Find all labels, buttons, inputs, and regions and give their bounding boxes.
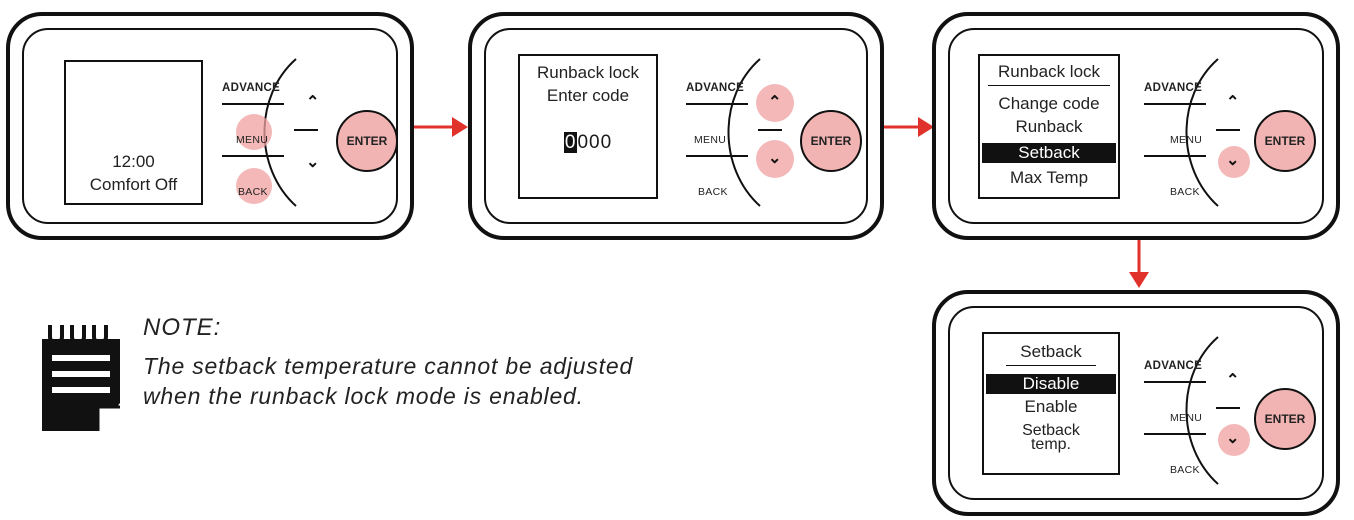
enter-label: ENTER (1264, 134, 1306, 148)
enter-button[interactable]: ENTER (800, 110, 862, 172)
note-line-1: The setback temperature cannot be adjust… (143, 353, 634, 379)
back-highlight (236, 168, 272, 204)
screen-title: Setback (1020, 342, 1082, 361)
menu-button[interactable]: MENU (1170, 412, 1203, 424)
panel-1-controls: ADVANCE MENU BACK ⌃ ⌄ ENTER (214, 56, 404, 216)
enter-label: ENTER (1264, 412, 1306, 426)
note-title: NOTE: (143, 314, 222, 341)
chevron-down-icon[interactable]: ⌄ (768, 150, 782, 167)
panel-4-screen: Setback Disable Enable Setback temp. (982, 332, 1120, 475)
down-highlight (1218, 424, 1250, 456)
chevron-up-icon[interactable]: ⌃ (1226, 372, 1240, 389)
chevron-up-icon[interactable]: ⌃ (306, 94, 320, 111)
back-button[interactable]: BACK (1170, 186, 1200, 198)
chevron-down-icon[interactable]: ⌄ (1226, 430, 1240, 447)
panel-4-inner-frame (948, 306, 1324, 500)
advance-button[interactable]: ADVANCE (686, 82, 745, 94)
screen-title: Runback lock (997, 62, 1101, 81)
panel-1-screen: 12:00 Comfort Off (64, 60, 203, 205)
menu-highlight (236, 114, 272, 150)
panel-4-button-outlines (1144, 336, 1240, 485)
code-entry: 0000 (520, 132, 656, 154)
enter-button[interactable]: ENTER (1254, 388, 1316, 450)
chevron-down-icon[interactable]: ⌄ (1226, 152, 1240, 169)
menu-item-setback-selected: Setback (982, 143, 1116, 163)
red-arrow-icon (414, 117, 468, 137)
panel-3-button-outlines (1144, 58, 1240, 207)
back-button[interactable]: BACK (1170, 464, 1200, 476)
menu-button[interactable]: MENU (236, 134, 269, 146)
screen-title-line-2: Enter code (546, 86, 630, 105)
panel-2-button-outlines (686, 58, 782, 207)
back-button[interactable]: BACK (238, 186, 268, 198)
advance-button[interactable]: ADVANCE (1144, 82, 1203, 94)
red-arrow-icon (1129, 240, 1149, 288)
down-highlight (1218, 146, 1250, 178)
thermostat-panel-1: 12:00 Comfort Off ADVANCE MENU BACK ⌃ ⌄ … (6, 12, 414, 240)
code-cursor-digit: 0 (563, 132, 578, 153)
enter-label: ENTER (810, 134, 852, 148)
advance-button[interactable]: ADVANCE (1144, 360, 1203, 372)
chevron-up-icon[interactable]: ⌃ (768, 94, 782, 111)
panel-3-controls: ADVANCE MENU BACK ⌃ ⌄ ENTER (1136, 56, 1326, 216)
notepad-icon (42, 325, 120, 431)
note-line-2: when the runback lock mode is enabled. (143, 383, 584, 409)
red-arrow-icon (884, 117, 934, 137)
menu-button[interactable]: MENU (694, 134, 727, 146)
menu-item-enable: Enable (1024, 397, 1078, 416)
up-highlight (756, 84, 794, 122)
panel-3-inner-frame (948, 28, 1324, 224)
menu-button[interactable]: MENU (1170, 134, 1203, 146)
panel-1-inner-frame (22, 28, 398, 224)
thermostat-panel-4: Setback Disable Enable Setback temp. ADV… (932, 290, 1340, 516)
panel-2-controls: ADVANCE MENU BACK ⌃ ⌄ ENTER (678, 56, 868, 216)
code-remaining-digits: 000 (577, 132, 613, 153)
panel-2-inner-frame (484, 28, 868, 224)
enter-label: ENTER (346, 134, 388, 148)
note-text: The setback temperature cannot be adjust… (143, 351, 633, 411)
panel-3-screen: Runback lock Change code Runback Setback… (978, 54, 1120, 199)
chevron-up-icon[interactable]: ⌃ (1226, 94, 1240, 111)
panel-2-screen: Runback lock Enter code 0000 (518, 54, 658, 199)
menu-item-max-temp: Max Temp (1009, 168, 1089, 187)
menu-item-setback-temp-line-2: temp. (1030, 436, 1071, 453)
title-underline (988, 85, 1110, 86)
thermostat-panel-2: Runback lock Enter code 0000 ADVANCE MEN… (468, 12, 884, 240)
thermostat-panel-3: Runback lock Change code Runback Setback… (932, 12, 1340, 240)
panel-4-controls: ADVANCE MENU BACK ⌃ ⌄ ENTER (1136, 334, 1326, 494)
menu-item-change-code: Change code (998, 94, 1100, 113)
menu-item-runback: Runback (1015, 117, 1083, 136)
menu-item-setback-temp-line-1: Setback (1022, 422, 1080, 439)
menu-item-disable-selected: Disable (986, 374, 1116, 394)
enter-button[interactable]: ENTER (336, 110, 398, 172)
advance-button[interactable]: ADVANCE (222, 82, 281, 94)
screen-title-line-1: Runback lock (536, 63, 640, 82)
chevron-down-icon[interactable]: ⌄ (306, 154, 320, 171)
screen-status: Comfort Off (89, 175, 178, 194)
screen-time: 12:00 (112, 152, 155, 171)
back-button[interactable]: BACK (698, 186, 728, 198)
down-highlight (756, 140, 794, 178)
enter-button[interactable]: ENTER (1254, 110, 1316, 172)
title-underline (1006, 365, 1096, 366)
